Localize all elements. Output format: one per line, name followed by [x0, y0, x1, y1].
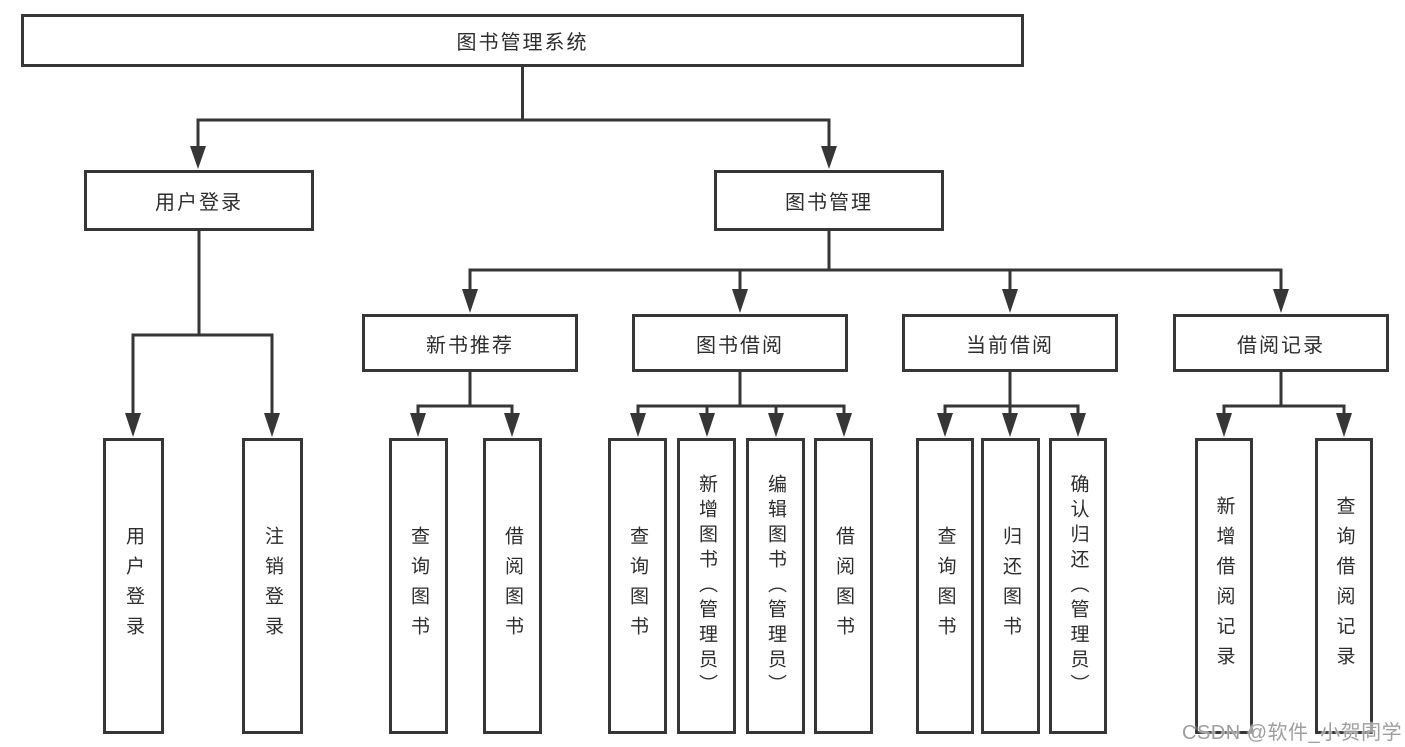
- leaf-borrowing-add-books-admin: 新增图书（管理员）: [677, 438, 736, 734]
- node-borrow-records-label: 借阅记录: [1237, 334, 1325, 357]
- leaf-records-query-borrow-record-label: 查询借阅记录: [1333, 496, 1355, 676]
- leaf-user-login: 用户登录: [103, 438, 164, 734]
- arrowhead: [732, 289, 748, 313]
- arrowhead: [264, 413, 280, 437]
- arrowhead: [462, 289, 478, 313]
- node-current-borrowing: 当前借阅: [902, 314, 1118, 372]
- leaf-borrowing-query-books: 查询图书: [608, 438, 667, 734]
- leaf-borrowing-borrow-books: 借阅图书: [814, 438, 873, 734]
- arrowhead: [836, 413, 852, 437]
- arrowhead: [1336, 413, 1352, 437]
- leaf-logout-login: 注销登录: [242, 438, 303, 734]
- arrowhead: [504, 413, 520, 437]
- leaf-current-confirm-return-admin-label: 确认归还（管理员）: [1067, 473, 1089, 699]
- arrowhead: [768, 413, 784, 437]
- arrowhead: [1070, 413, 1086, 437]
- arrowhead: [630, 413, 646, 437]
- leaf-borrowing-query-books-label: 查询图书: [627, 526, 648, 646]
- leaf-current-return-books-label: 归还图书: [1000, 526, 1021, 646]
- arrowhead: [410, 413, 426, 437]
- leaf-borrowing-borrow-books-label: 借阅图书: [833, 526, 854, 646]
- node-root-label: 图书管理系统: [456, 32, 589, 54]
- node-new-book-recommend: 新书推荐: [362, 314, 578, 372]
- node-borrow-records: 借阅记录: [1173, 314, 1389, 372]
- csdn-watermark: CSDN @软件_小贺同学: [1182, 722, 1403, 744]
- leaf-current-return-books: 归还图书: [981, 438, 1040, 734]
- node-book-management: 图书管理: [714, 170, 944, 231]
- leaf-recommend-borrow-books-label: 借阅图书: [502, 526, 523, 646]
- node-current-borrowing-label: 当前借阅: [966, 334, 1054, 357]
- node-book-borrowing: 图书借阅: [632, 314, 848, 372]
- leaf-records-query-borrow-record: 查询借阅记录: [1315, 438, 1373, 734]
- leaf-recommend-query-books: 查询图书: [389, 438, 448, 734]
- arrowhead: [699, 413, 715, 437]
- leaf-user-login-label: 用户登录: [123, 526, 144, 646]
- leaf-records-add-borrow-record: 新增借阅记录: [1195, 438, 1253, 734]
- leaf-borrowing-edit-books-admin: 编辑图书（管理员）: [746, 438, 805, 734]
- arrowhead: [937, 413, 953, 437]
- leaf-borrowing-edit-books-admin-label: 编辑图书（管理员）: [765, 473, 786, 699]
- leaf-records-add-borrow-record-label: 新增借阅记录: [1213, 496, 1235, 676]
- leaf-current-query-books-label: 查询图书: [934, 526, 956, 646]
- leaf-logout-login-label: 注销登录: [262, 526, 283, 646]
- arrowhead: [1273, 289, 1289, 313]
- node-root-library-system: 图书管理系统: [21, 14, 1024, 67]
- arrowhead: [1002, 413, 1018, 437]
- node-user-login-label: 用户登录: [155, 192, 243, 214]
- node-user-login: 用户登录: [84, 170, 314, 231]
- leaf-recommend-query-books-label: 查询图书: [408, 526, 429, 646]
- node-book-borrowing-label: 图书借阅: [696, 334, 784, 357]
- leaf-recommend-borrow-books: 借阅图书: [483, 438, 542, 734]
- arrowheads: [125, 146, 1352, 437]
- arrowhead: [190, 146, 206, 169]
- leaf-borrowing-add-books-admin-label: 新增图书（管理员）: [696, 473, 717, 699]
- node-book-management-label: 图书管理: [785, 192, 873, 214]
- arrowhead: [821, 146, 837, 169]
- arrowhead: [1216, 413, 1232, 437]
- leaf-current-confirm-return-admin: 确认归还（管理员）: [1049, 438, 1107, 734]
- node-new-book-recommend-label: 新书推荐: [426, 334, 514, 357]
- leaf-current-query-books: 查询图书: [916, 438, 974, 734]
- arrowhead: [1002, 289, 1018, 313]
- arrowhead: [125, 413, 141, 437]
